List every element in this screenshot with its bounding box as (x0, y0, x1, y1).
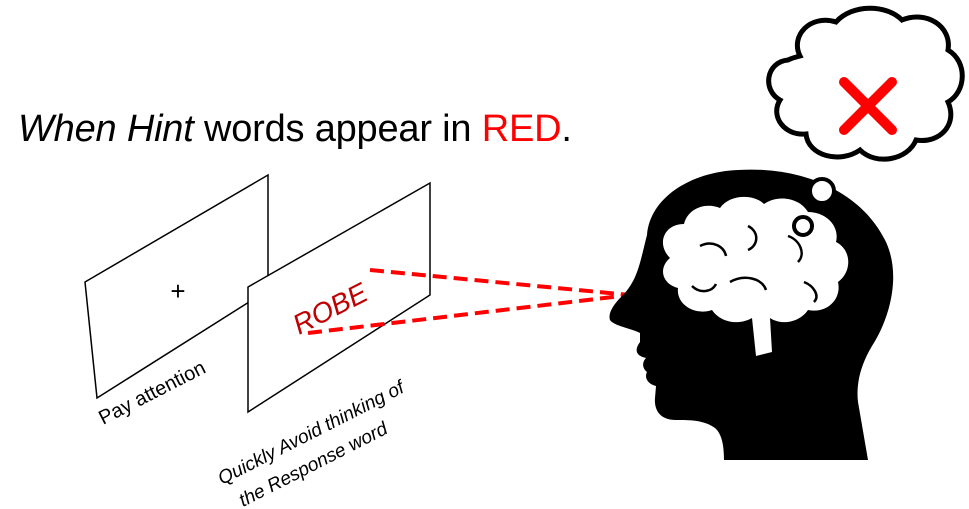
thought-cloud (766, 5, 965, 162)
fixation-screen: + Pay attention (84, 173, 269, 429)
fixation-symbol: + (170, 276, 185, 306)
head-brain-silhouette-icon (609, 169, 894, 461)
thought-dot-large (808, 177, 836, 205)
brain-fold-5 (803, 280, 818, 303)
caption-highlight: RED (481, 108, 562, 150)
gaze-lines (307, 268, 631, 335)
hint-screen: ROBE Quickly Avoid thinking of the Respo… (215, 181, 431, 509)
thought-dot-small (792, 215, 814, 237)
caption: When Hint words appear in RED. (18, 108, 572, 151)
brain-fold-3 (787, 234, 803, 263)
gaze-line-upper (369, 268, 631, 297)
brain-fold-1 (699, 242, 728, 257)
brain-fold-6 (691, 283, 718, 293)
thought-bubble (766, 5, 965, 237)
hint-panel (247, 181, 431, 414)
caption-italic: When Hint (18, 108, 194, 150)
caption-middle: words appear in (193, 108, 482, 150)
caption-end: . (561, 108, 572, 150)
brain-fold-2 (747, 224, 758, 252)
x-mark-icon (839, 77, 897, 135)
gaze-line-lower (307, 293, 631, 335)
brain-fold-4 (729, 276, 768, 291)
